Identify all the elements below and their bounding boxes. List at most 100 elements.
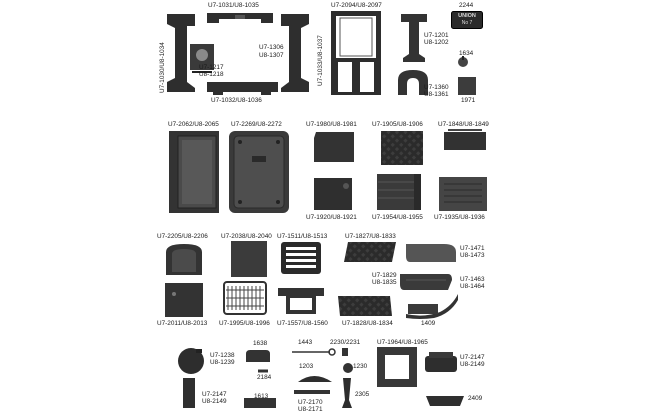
- side-curved-liner-part: [404, 240, 458, 264]
- label-u7-1238-a: U7-1238: [210, 352, 235, 359]
- fire-box-liner-part: [376, 172, 422, 212]
- label-u7-2062: U7-2062/U8-2065: [168, 121, 219, 128]
- label-u7-2170-b: U8-2171: [298, 406, 323, 413]
- label-u7-1557: U7-1557/U8-1560: [277, 320, 328, 327]
- label-2184: 2184: [257, 374, 272, 381]
- leg-part: [340, 376, 354, 410]
- side-liner-right-part: [312, 176, 354, 212]
- top-plate-part: [230, 240, 268, 278]
- label-u7-2269: U7-2269/U8-2272: [231, 121, 282, 128]
- label-u7-1201-a: U7-1201: [424, 32, 449, 39]
- back-liner-part: [442, 128, 488, 152]
- label-1230: 1230: [353, 363, 368, 370]
- ash-lip-part: [376, 346, 418, 388]
- bracket-part: [276, 286, 326, 316]
- poker-part: [290, 346, 336, 358]
- label-u7-1471-b: U8-1473: [460, 252, 485, 259]
- label-u7-1463-b: U8-1464: [460, 283, 485, 290]
- label-u7-1033: U7-1033/U8-1037: [317, 35, 324, 86]
- label-u7-1905: U7-1905/U8-1906: [372, 121, 423, 128]
- small-plate-part: [457, 76, 477, 96]
- tray-part: [424, 390, 466, 408]
- label-u7-1032: U7-1032/U8-1036: [211, 97, 262, 104]
- liner-narrow-part: [398, 268, 454, 292]
- label-u7-1920: U7-1920/U8-1921: [306, 214, 357, 221]
- label-u7-1201-b: U8-1202: [424, 39, 449, 46]
- label-u7-1848: U7-1848/U8-1849: [438, 121, 489, 128]
- fire-door-part: [228, 130, 290, 214]
- label-u7-2038: U7-2038/U8-2040: [221, 233, 272, 240]
- label-u7-1829-b: U8-1835: [372, 279, 397, 286]
- ash-pan-part: [164, 282, 204, 318]
- side-panel-right-part: [279, 12, 311, 94]
- base-plate-part: [188, 40, 216, 74]
- label-1638: 1638: [253, 340, 268, 347]
- liner-diamond-top-part: [342, 240, 398, 264]
- label-u7-1829-a: U7-1829: [372, 272, 397, 279]
- label-2409: 2409: [468, 395, 483, 402]
- label-u7-1360-b: U8-1361: [424, 91, 449, 98]
- label-u7-1828: U7-1828/U8-1834: [342, 320, 393, 327]
- oven-door-panel-part: [168, 130, 220, 214]
- trivet-part: [423, 350, 459, 376]
- side-panel-left-part: [165, 12, 197, 94]
- label-u7-2094: U7-2094/U8-2097: [331, 2, 382, 9]
- ash-door-part: [164, 242, 204, 276]
- label-u7-1238-b: U8-1239: [210, 359, 235, 366]
- front-frame-part: [330, 10, 382, 96]
- lower-rail-part: [205, 80, 280, 96]
- label-2244: 2244: [459, 2, 474, 9]
- label-u7-1306-a: U7-1306: [259, 44, 284, 51]
- liner-diamond-bottom-part: [336, 294, 394, 318]
- grate-part: [280, 240, 322, 276]
- label-1971: 1971: [461, 97, 476, 104]
- cover-part: [242, 396, 278, 410]
- label-u7-1463-a: U7-1463: [460, 276, 485, 283]
- label-u7-1827: U7-1827/U8-1833: [345, 233, 396, 240]
- tray-rod-part: [292, 388, 332, 396]
- label-u7-1031: U7-1031/U8-1035: [208, 2, 259, 9]
- curved-baffle-part: [404, 290, 460, 320]
- baffle-part: [399, 12, 429, 64]
- top-rail-part: [205, 9, 275, 27]
- arch-part: [397, 68, 429, 96]
- label-u7-1954: U7-1954/U8-1955: [372, 214, 423, 221]
- label-u7-1217-a: U7-1217: [199, 64, 224, 71]
- label-u7-1030: U7-1030/U8-1034: [159, 42, 166, 93]
- label-u7-1306-b: U8-1307: [259, 52, 284, 59]
- label-2305: 2305: [355, 391, 370, 398]
- label-u7-1471-a: U7-1471: [460, 245, 485, 252]
- label-2230: 2230/2231: [330, 339, 361, 346]
- knob-part: [457, 56, 469, 68]
- label-1443: 1443: [298, 339, 313, 346]
- label-u7-2147-left-a: U7-2147: [202, 391, 227, 398]
- label-1409: 1409: [421, 320, 436, 327]
- union-badge-part: UNION No 7: [451, 11, 483, 29]
- side-liner-left-part: [312, 130, 356, 164]
- label-u7-1935: U7-1935/U8-1936: [434, 214, 485, 221]
- collar-part: [342, 362, 354, 374]
- damper-part: [296, 368, 334, 384]
- label-u7-2147-right-a: U7-2147: [460, 354, 485, 361]
- label-u7-2147-left-b: U8-2149: [202, 398, 227, 405]
- label-u7-1511: U7-1511/U8-1513: [277, 233, 328, 240]
- side-liner-diamond-part: [380, 130, 424, 166]
- draft-knob-part: [340, 346, 350, 358]
- label-u7-1995: U7-1995/U8-1996: [219, 320, 270, 327]
- label-1203: 1203: [299, 363, 314, 370]
- label-1613: 1613: [254, 393, 269, 400]
- label-1634: 1634: [459, 50, 474, 57]
- tall-leg-part: [180, 376, 198, 410]
- badge-text-line1: UNION: [458, 13, 476, 19]
- round-lid-part: [176, 346, 206, 376]
- label-u7-2147-right-b: U8-2149: [460, 361, 485, 368]
- rear-liner-part: [438, 176, 488, 212]
- badge-text-line2: No 7: [461, 20, 473, 26]
- label-u7-2011: U7-2011/U8-2013: [157, 320, 208, 327]
- cooking-grid-part: [222, 280, 268, 316]
- handle-part: [244, 348, 272, 364]
- label-u7-1360-a: U7-1360: [424, 84, 449, 91]
- label-u7-2205: U7-2205/U8-2206: [157, 233, 208, 240]
- label-u7-2170-a: U7-2170: [298, 399, 323, 406]
